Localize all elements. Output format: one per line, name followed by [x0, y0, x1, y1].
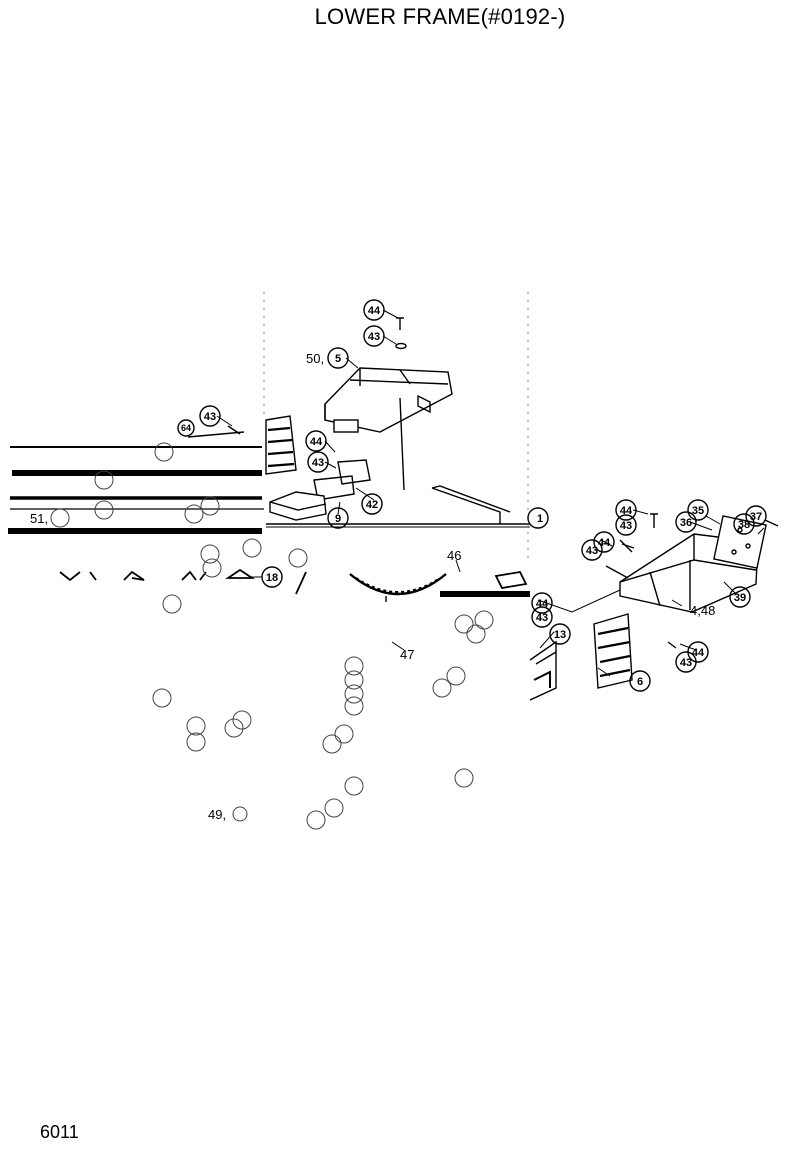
- callout-37: 37: [750, 511, 762, 523]
- page-number: 6011: [40, 1122, 79, 1142]
- bracket-box-42: [269, 459, 371, 521]
- main-frame-beams: [8, 446, 530, 534]
- callout-43: 43: [312, 457, 324, 469]
- right-step-ladder: [593, 613, 633, 689]
- callout-64: 64: [181, 423, 191, 433]
- callout-43: 43: [368, 331, 380, 343]
- callout-5: 5: [335, 353, 341, 365]
- callout-44: 44: [310, 436, 323, 448]
- bolts-right: [619, 513, 779, 649]
- callout-circles: [50, 442, 494, 830]
- callout-9: 9: [335, 513, 341, 525]
- callout-43: 43: [204, 411, 216, 423]
- callout-44: 44: [368, 305, 381, 317]
- callout-43: 43: [680, 657, 692, 669]
- callout-36: 36: [680, 517, 692, 529]
- bracket-64: [187, 425, 245, 438]
- lower-frame-fragments: [59, 568, 530, 597]
- leader-lines: [216, 309, 765, 677]
- callout-1: 1: [537, 513, 543, 525]
- callout-35: 35: [692, 505, 704, 517]
- callout-47: 47: [400, 647, 414, 662]
- center-plate: [431, 485, 511, 524]
- callout-13: 13: [554, 629, 566, 641]
- swing-bearing: [349, 573, 447, 602]
- bolt-44-top: [395, 317, 407, 350]
- callout-4-48: 4,48: [690, 603, 715, 618]
- callout-6: 6: [637, 676, 643, 688]
- callout-39: 39: [734, 592, 746, 604]
- callout-44: 44: [620, 505, 633, 517]
- callout-44: 44: [598, 537, 611, 549]
- callout-50: 50,: [306, 351, 324, 366]
- page-title: LOWER FRAME(#0192-): [314, 4, 566, 29]
- upper-frame-cover: [324, 367, 453, 491]
- callout-43: 43: [536, 612, 548, 624]
- callout-49: 49,: [208, 807, 226, 822]
- callout-43: 43: [586, 545, 598, 557]
- callout-38: 38: [738, 519, 750, 531]
- callout-43: 43: [620, 520, 632, 532]
- callout-bubbles: [177, 299, 767, 692]
- guide-lines: [263, 292, 529, 560]
- callout-18: 18: [266, 572, 278, 584]
- left-step-ladder: [265, 415, 297, 475]
- callout-44: 44: [536, 598, 549, 610]
- callout-46: 46: [447, 548, 461, 563]
- right-frame-rail: [529, 640, 557, 701]
- callout-51: 51,: [30, 511, 48, 526]
- callout-42: 42: [366, 499, 378, 511]
- callout-44: 44: [692, 647, 705, 659]
